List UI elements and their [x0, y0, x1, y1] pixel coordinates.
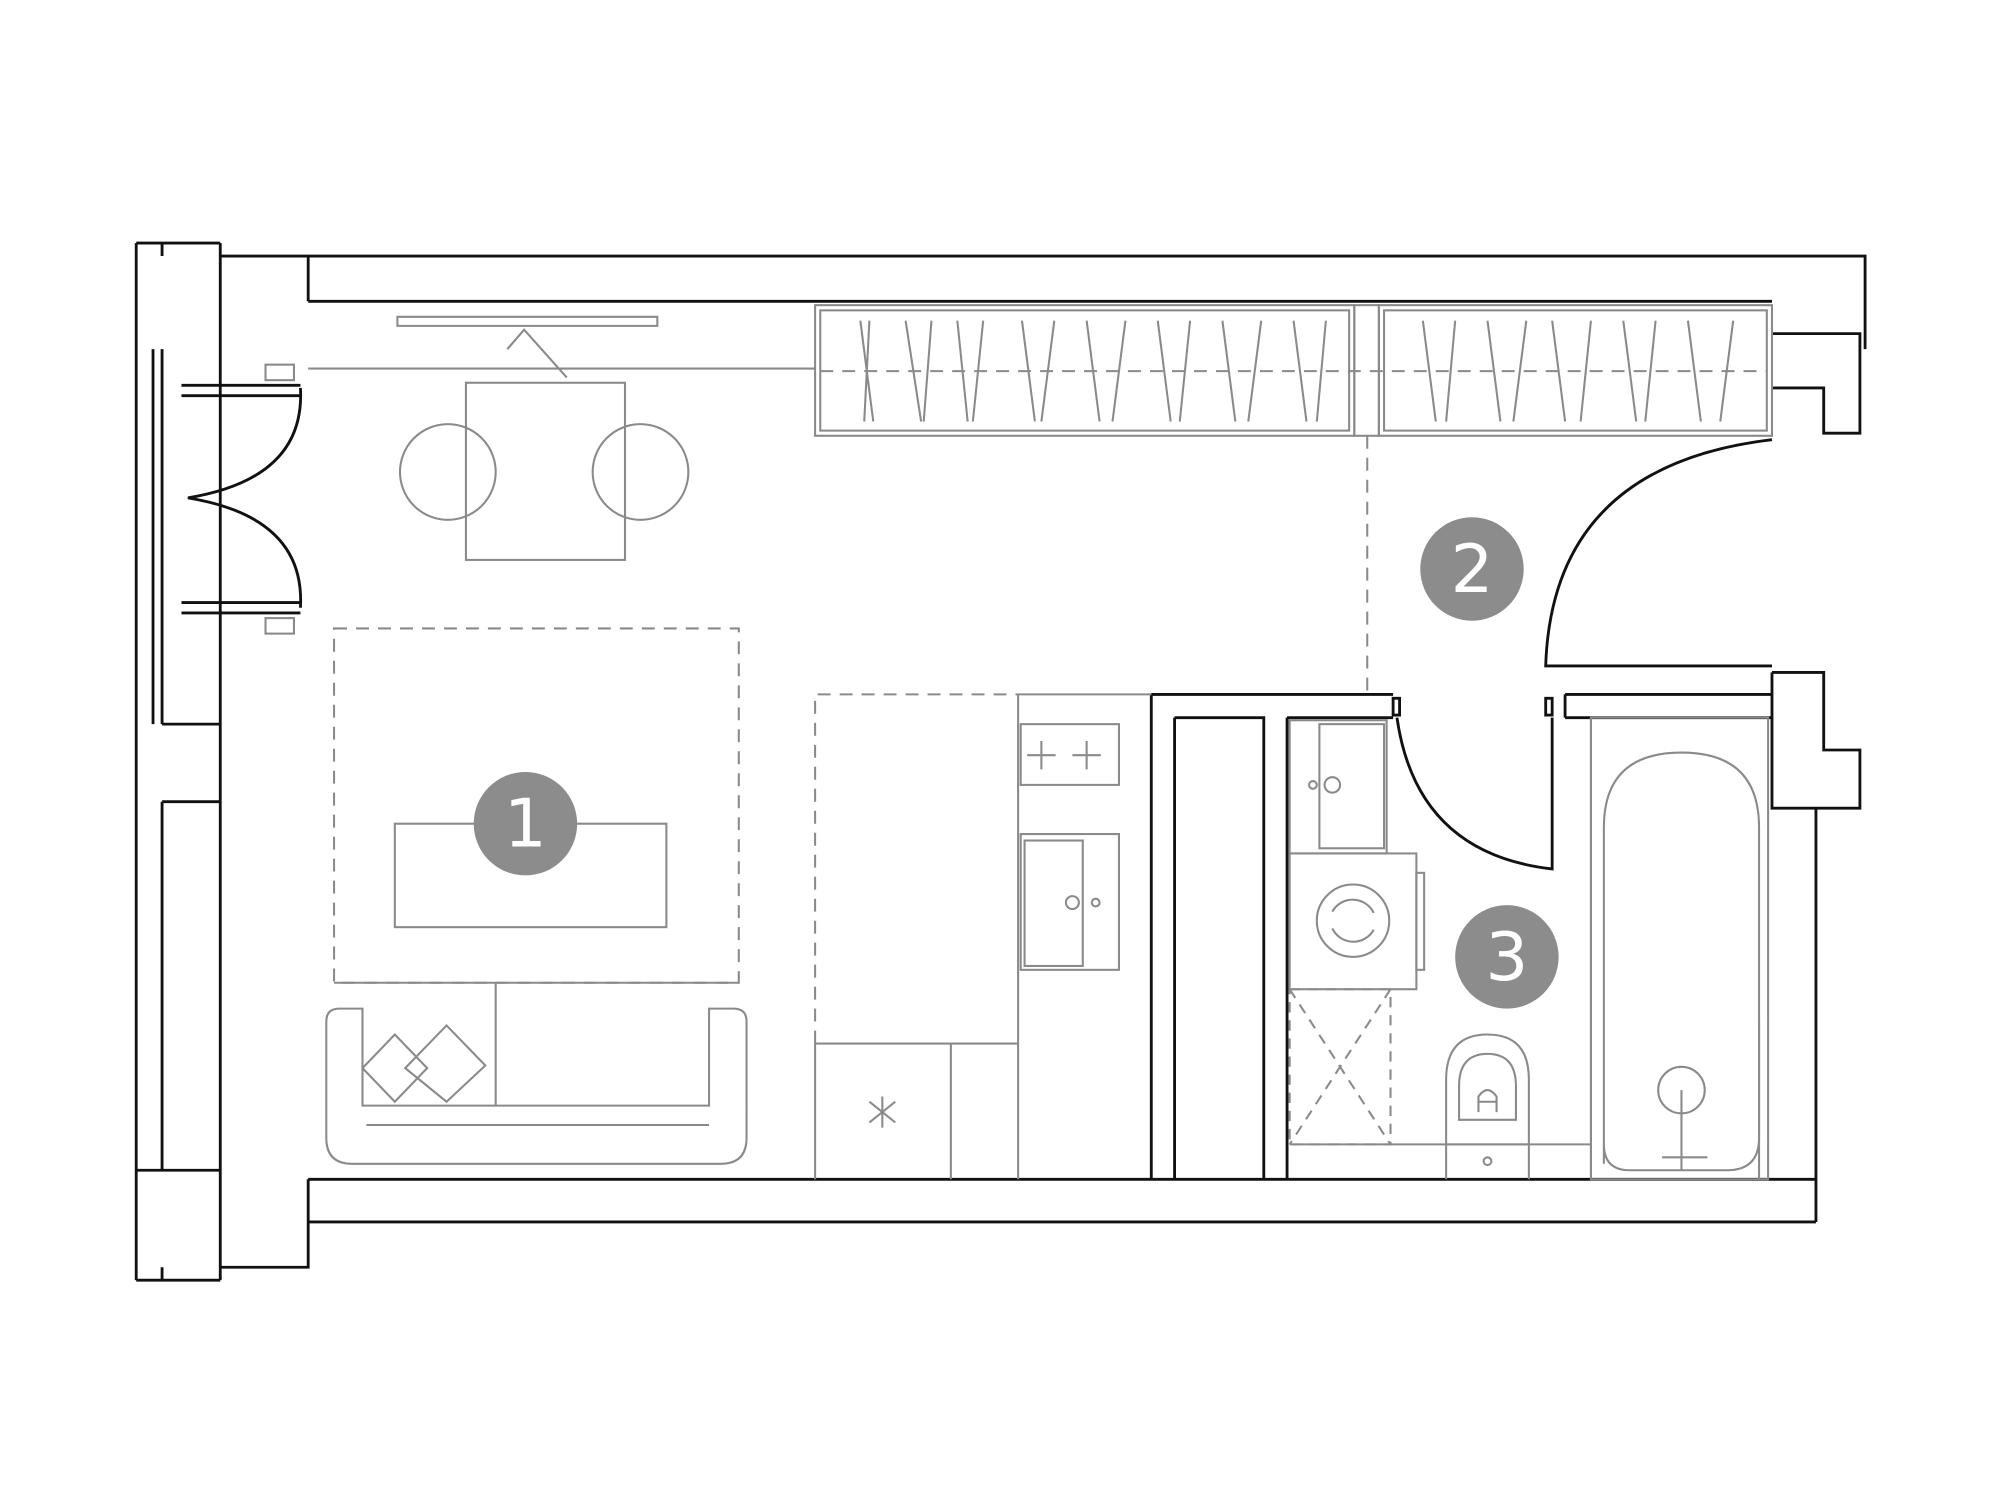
- kitchen: [814, 693, 1152, 1180]
- bathroom-fixtures: [1288, 716, 1770, 1181]
- toilet: [1445, 1033, 1530, 1180]
- fridge-icon: [868, 1096, 896, 1128]
- room-badge-2: 2: [1420, 517, 1524, 621]
- room-badge-1: 1: [473, 771, 578, 876]
- svg-text:3: 3: [1486, 918, 1529, 996]
- balcony-door[interactable]: [181, 363, 302, 635]
- washing-machine: [1288, 852, 1418, 991]
- dining-set: [398, 381, 690, 561]
- room-badge-3: 3: [1455, 905, 1559, 1009]
- bathtub: [1589, 716, 1770, 1181]
- sofa: [325, 981, 748, 1165]
- tv-unit: [308, 315, 816, 379]
- rug-outline: [333, 627, 740, 984]
- hob: [1019, 723, 1120, 786]
- wardrobe: [814, 304, 1774, 437]
- entrance-door[interactable]: [1544, 438, 1773, 668]
- svg-text:2: 2: [1451, 530, 1494, 608]
- bathroom-door[interactable]: [1391, 696, 1554, 871]
- svg-text:1: 1: [504, 785, 547, 863]
- kitchen-sink: [1019, 833, 1120, 971]
